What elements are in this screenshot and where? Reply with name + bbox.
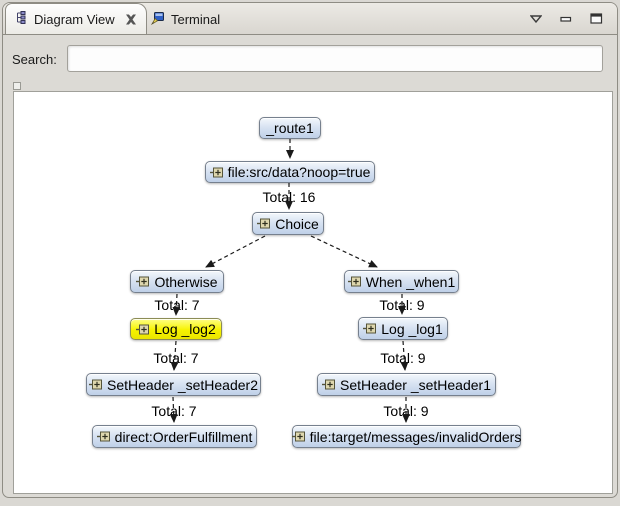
diagram-node-log1[interactable]: Log _log1 bbox=[358, 317, 448, 340]
diagram-node-direct[interactable]: direct:OrderFulfillment bbox=[92, 425, 257, 448]
diagram-node-label: Log _log2 bbox=[154, 321, 216, 337]
edge-total-label: Total: 16 bbox=[262, 189, 316, 205]
tab-diagram-view-label: Diagram View bbox=[34, 11, 115, 27]
eip-plus-box-icon bbox=[136, 324, 150, 335]
eip-plus-box-icon bbox=[89, 379, 102, 390]
diagram-node-label: _route1 bbox=[266, 120, 314, 136]
edge-total-label: Total: 9 bbox=[379, 297, 425, 313]
diagram-node-label: direct:OrderFulfillment bbox=[114, 428, 253, 445]
eip-plus-box-icon bbox=[209, 167, 223, 178]
diagram-node-label: file:target/messages/invalidOrders bbox=[309, 428, 522, 445]
diagram-node-log2[interactable]: Log _log2 bbox=[130, 318, 222, 340]
diagram-node-label: Log _log1 bbox=[381, 320, 443, 337]
eip-plus-box-icon bbox=[96, 431, 110, 442]
tab-terminal[interactable]: Terminal bbox=[141, 4, 230, 34]
view-controls bbox=[530, 13, 603, 24]
diagram-node-label: Otherwise bbox=[154, 273, 218, 290]
close-icon[interactable] bbox=[125, 14, 137, 25]
minimize-icon[interactable] bbox=[560, 14, 572, 24]
terminal-icon bbox=[150, 11, 165, 28]
edge-total-label: Total: 7 bbox=[154, 297, 200, 313]
diagram-node-when1[interactable]: When _when1 bbox=[344, 270, 459, 293]
diagram-edge bbox=[205, 235, 266, 268]
diagram-node-choice[interactable]: Choice bbox=[252, 212, 324, 235]
diagram-edge bbox=[310, 235, 378, 268]
diagram-node-route1[interactable]: _route1 bbox=[259, 117, 321, 139]
diagram-node-label: SetHeader _setHeader2 bbox=[107, 376, 258, 393]
diagram-canvas[interactable]: Total: 16 Total: 7 Total: 9 Total: 7 Total: … bbox=[13, 91, 613, 494]
tab-diagram-view[interactable]: Diagram View bbox=[5, 3, 147, 34]
diagram-node-label: file:src/data?noop=true bbox=[227, 164, 371, 180]
diagram-node-setheader1[interactable]: SetHeader _setHeader1 bbox=[317, 373, 496, 396]
canvas-corner-handle bbox=[13, 82, 21, 90]
eip-plus-box-icon bbox=[347, 276, 361, 287]
diagram-node-file-src[interactable]: file:src/data?noop=true bbox=[205, 161, 375, 183]
search-label: Search: bbox=[12, 52, 57, 67]
diagram-node-label: Choice bbox=[275, 215, 319, 232]
eip-plus-box-icon bbox=[291, 431, 305, 442]
edge-total-label: Total: 9 bbox=[380, 350, 426, 366]
edge-total-label: Total: 7 bbox=[151, 403, 197, 419]
diagram-node-label: SetHeader _setHeader1 bbox=[340, 376, 491, 393]
diagram-node-otherwise[interactable]: Otherwise bbox=[130, 270, 224, 293]
edge-total-label: Total: 7 bbox=[153, 350, 199, 366]
eip-plus-box-icon bbox=[322, 379, 335, 390]
view-tab-bar: Diagram View Terminal bbox=[3, 3, 617, 35]
eip-plus-box-icon bbox=[363, 323, 377, 334]
tab-terminal-label: Terminal bbox=[171, 11, 221, 27]
diagram-node-file-target[interactable]: file:target/messages/invalidOrders bbox=[291, 425, 522, 448]
eip-plus-box-icon bbox=[136, 276, 150, 287]
eip-plus-box-icon bbox=[257, 218, 271, 229]
diagram-tree-icon bbox=[15, 11, 28, 27]
diagram-node-label: When _when1 bbox=[365, 273, 456, 290]
view-menu-chevron-icon[interactable] bbox=[530, 14, 542, 23]
diagram-view-panel: Diagram View Terminal bbox=[2, 2, 618, 498]
edge-total-label: Total: 9 bbox=[383, 403, 429, 419]
diagram-node-setheader2[interactable]: SetHeader _setHeader2 bbox=[86, 373, 261, 396]
maximize-icon[interactable] bbox=[590, 13, 603, 24]
search-input[interactable] bbox=[67, 45, 603, 72]
